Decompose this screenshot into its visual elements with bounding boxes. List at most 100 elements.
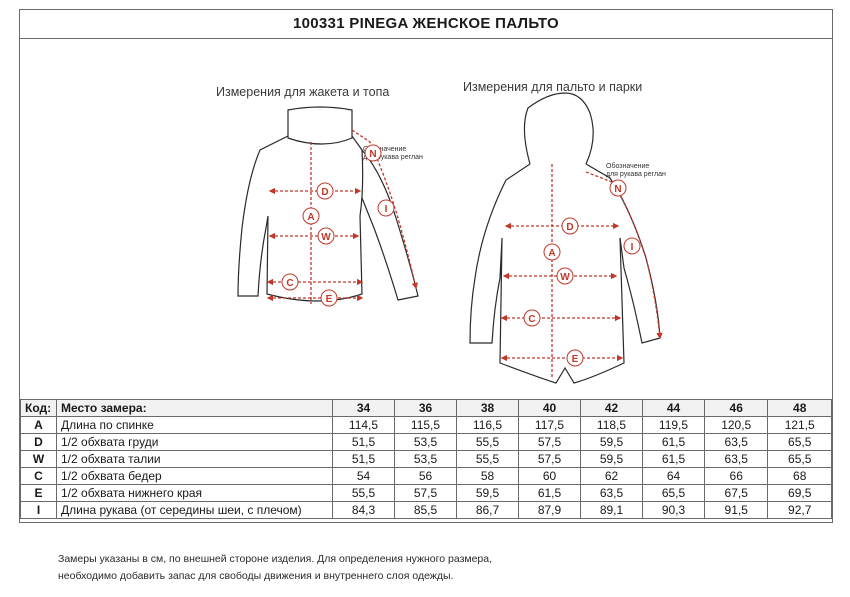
footnote: Замеры указаны в см, по внешней стороне … <box>58 551 492 585</box>
jacket-label-n: N <box>364 144 382 162</box>
header-size: 34 <box>332 399 395 417</box>
row-value: 57,5 <box>518 450 581 468</box>
row-value: 64 <box>642 467 705 485</box>
header-size: 38 <box>456 399 519 417</box>
row-code: E <box>20 484 57 502</box>
row-code: D <box>20 433 57 451</box>
row-value: 59,5 <box>580 433 643 451</box>
row-value: 63,5 <box>703 433 769 451</box>
jacket-label-a: A <box>302 207 320 225</box>
row-place: Длина по спинке <box>56 416 333 434</box>
table-row: C 1/2 обхвата бедер 54 56 58 60 62 64 66… <box>20 467 832 485</box>
row-place: 1/2 обхвата груди <box>56 433 333 451</box>
header-size: 42 <box>580 399 643 417</box>
row-code: I <box>20 501 57 519</box>
svg-text:A: A <box>307 212 314 223</box>
svg-text:A: A <box>548 248 555 259</box>
row-value: 51,5 <box>332 450 395 468</box>
row-value: 59,5 <box>580 450 643 468</box>
row-value: 65,5 <box>642 484 705 502</box>
row-value: 57,5 <box>394 484 457 502</box>
row-value: 116,5 <box>456 416 519 434</box>
svg-text:E: E <box>326 294 333 305</box>
row-place: 1/2 обхвата нижнего края <box>56 484 333 502</box>
garment-drawings: N D A W C E I N D A W C E I <box>237 92 663 384</box>
header-size: 40 <box>518 399 581 417</box>
coat-label-a: A <box>543 243 561 261</box>
svg-text:C: C <box>528 314 535 325</box>
row-place: Длина рукава (от середины шеи, с плечом) <box>56 501 333 519</box>
row-code: A <box>20 416 57 434</box>
measure-labels: N D A W C E I N D A W C E I <box>281 144 641 367</box>
row-value: 60 <box>518 467 581 485</box>
jacket-outline <box>237 106 419 302</box>
coat-measure-lines <box>500 164 663 378</box>
header-size: 44 <box>642 399 705 417</box>
size-chart-frame: 100331 PINEGA ЖЕНСКОЕ ПАЛЬТО Измерения д… <box>19 9 833 523</box>
row-value: 62 <box>580 467 643 485</box>
row-value: 65,5 <box>767 433 832 451</box>
footnote-line-2: необходимо добавить запас для свободы дв… <box>58 570 454 582</box>
row-value: 121,5 <box>767 416 832 434</box>
row-value: 119,5 <box>642 416 705 434</box>
table-row: E 1/2 обхвата нижнего края 55,5 57,5 59,… <box>20 484 832 502</box>
measurement-diagram: Измерения для жакета и топа Измерения дл… <box>20 38 832 398</box>
coat-caption: Измерения для пальто и парки <box>463 80 643 94</box>
svg-text:D: D <box>566 222 573 233</box>
row-value: 85,5 <box>394 501 457 519</box>
row-value: 69,5 <box>767 484 832 502</box>
coat-label-d: D <box>561 217 579 235</box>
footnote-line-1: Замеры указаны в см, по внешней стороне … <box>58 553 493 565</box>
row-value: 58 <box>456 467 519 485</box>
header-place: Место замера: <box>56 399 333 417</box>
table-row: D 1/2 обхвата груди 51,5 53,5 55,5 57,5 … <box>20 433 832 451</box>
row-value: 53,5 <box>394 450 457 468</box>
header-size: 48 <box>767 399 832 417</box>
coat-label-w: W <box>556 267 574 285</box>
row-value: 89,1 <box>580 501 643 519</box>
svg-text:N: N <box>369 149 376 160</box>
row-value: 53,5 <box>394 433 457 451</box>
row-value: 51,5 <box>332 433 395 451</box>
coat-label-e: E <box>566 349 584 367</box>
coat-label-i: I <box>623 237 641 255</box>
size-table-header: Код: Место замера: 34 36 38 40 42 44 46 … <box>20 399 832 417</box>
row-place: 1/2 обхвата талии <box>56 450 333 468</box>
svg-text:I: I <box>385 204 388 215</box>
row-place: 1/2 обхвата бедер <box>56 467 333 485</box>
header-size: 46 <box>703 399 769 417</box>
svg-text:W: W <box>560 272 570 283</box>
coat-label-n: N <box>609 179 627 197</box>
row-value: 65,5 <box>767 450 832 468</box>
row-value: 63,5 <box>580 484 643 502</box>
svg-text:W: W <box>321 232 331 243</box>
table-row: I Длина рукава (от середины шеи, с плечо… <box>20 501 832 519</box>
row-value: 63,5 <box>703 450 769 468</box>
row-value: 90,3 <box>642 501 705 519</box>
svg-text:C: C <box>286 278 293 289</box>
row-value: 68 <box>767 467 832 485</box>
jacket-label-w: W <box>317 227 335 245</box>
svg-text:N: N <box>614 184 621 195</box>
table-row: A Длина по спинке 114,5 115,5 116,5 117,… <box>20 416 832 434</box>
header-size: 36 <box>394 399 457 417</box>
row-value: 87,9 <box>518 501 581 519</box>
row-value: 54 <box>332 467 395 485</box>
svg-text:I: I <box>631 242 634 253</box>
row-value: 61,5 <box>518 484 581 502</box>
row-value: 118,5 <box>580 416 643 434</box>
row-value: 59,5 <box>456 484 519 502</box>
row-code: C <box>20 467 57 485</box>
svg-text:D: D <box>321 187 328 198</box>
coat-label-c: C <box>523 309 541 327</box>
row-value: 61,5 <box>642 450 705 468</box>
row-code: W <box>20 450 57 468</box>
row-value: 55,5 <box>456 450 519 468</box>
page-title: 100331 PINEGA ЖЕНСКОЕ ПАЛЬТО <box>20 10 832 39</box>
row-value: 91,5 <box>703 501 769 519</box>
row-value: 117,5 <box>518 416 581 434</box>
header-code: Код: <box>20 399 57 417</box>
table-row: W 1/2 обхвата талии 51,5 53,5 55,5 57,5 … <box>20 450 832 468</box>
